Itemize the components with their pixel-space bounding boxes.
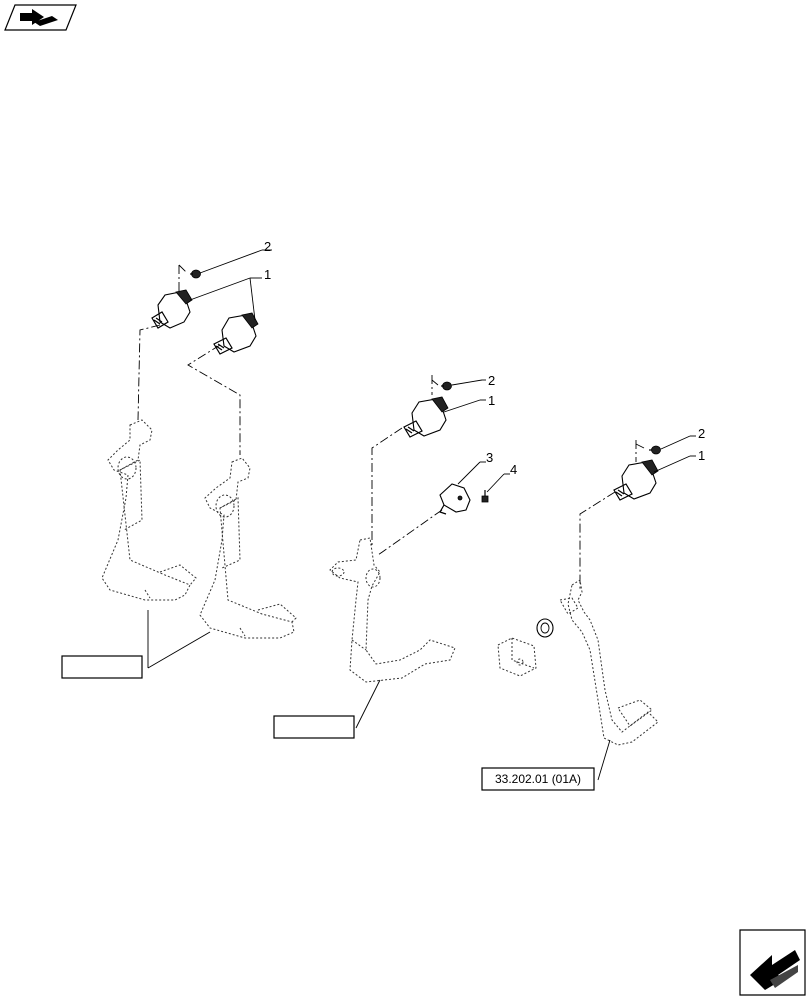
reference-box-middle[interactable] (273, 715, 355, 739)
spacer-part (497, 618, 554, 677)
next-page-arrow-icon[interactable] (739, 929, 806, 996)
reference-label-right: 33.202.01 (01A) (495, 772, 581, 786)
pedal-1 (101, 419, 197, 601)
callout-label: 1 (264, 267, 271, 282)
pedal-2 (199, 457, 297, 639)
pedal-4 (559, 579, 659, 746)
bracket-part (439, 483, 471, 515)
callout-label: 2 (698, 426, 705, 441)
switch-part (213, 312, 259, 355)
screw-part (635, 443, 661, 455)
pedal-3 (329, 537, 456, 683)
pedal-assembly-middle: 2 1 3 4 (273, 373, 517, 739)
reference-box-left[interactable] (61, 655, 143, 679)
callout-label: 3 (486, 450, 493, 465)
callout-label: 2 (488, 373, 495, 388)
switch-part (403, 396, 449, 438)
switch-part (151, 289, 193, 329)
bolt-part (481, 490, 489, 503)
callout-label: 4 (510, 462, 517, 477)
callout-label: 1 (488, 393, 495, 408)
screw-part (178, 264, 201, 279)
callout-label: 2 (264, 239, 271, 254)
switch-part (613, 459, 659, 501)
pedal-assembly-left: 2 1 (61, 239, 297, 679)
reference-box-right[interactable] (481, 767, 595, 791)
screw-part (431, 379, 452, 391)
arrow-book-icon[interactable] (4, 4, 77, 31)
callout-label: 1 (698, 448, 705, 463)
pedal-assembly-right: 33.202.01 (01A) 2 1 (481, 426, 705, 791)
